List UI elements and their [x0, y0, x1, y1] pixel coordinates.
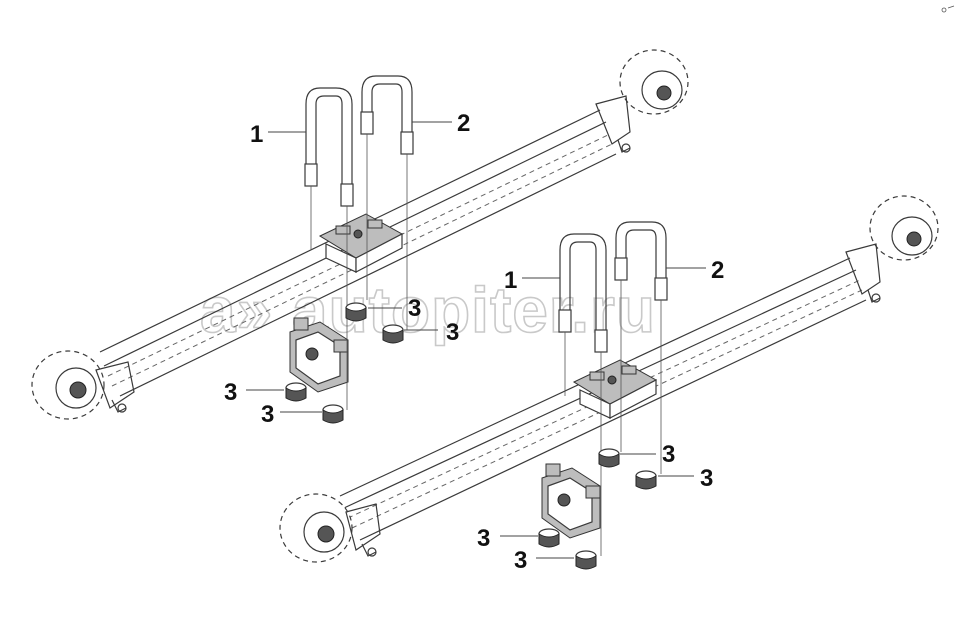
bottom-leaf-spring: 1 2 3 3 3 3 [279, 195, 939, 574]
callout-top-nut-d: 3 [261, 401, 274, 428]
callout-bottom-nut-a: 3 [662, 441, 675, 468]
top-nut-d [322, 404, 344, 424]
top-u-bolt-2 [360, 75, 414, 330]
top-nut-a [345, 302, 367, 322]
callout-bottom-u-bolt-1: 1 [504, 267, 517, 294]
callout-top-nut-a: 3 [408, 295, 421, 322]
callout-bottom-nut-b: 3 [700, 465, 713, 492]
callout-bottom-u-bolt-2: 2 [711, 257, 724, 284]
top-right-spring-eye [595, 49, 689, 153]
callout-top-nut-c: 3 [224, 379, 237, 406]
corner-mark [941, 5, 955, 13]
callout-top-u-bolt-1: 1 [250, 121, 263, 148]
bottom-axle-bracket [541, 463, 601, 539]
callout-bottom-nut-c: 3 [477, 525, 490, 552]
bottom-right-spring-eye [845, 195, 939, 303]
bottom-nut-a [598, 448, 620, 468]
callout-bottom-nut-d: 3 [514, 547, 527, 574]
top-left-spring-eye [31, 350, 135, 420]
top-spring-pad [318, 213, 404, 273]
bottom-left-spring-eye [279, 493, 381, 563]
top-axle-bracket [289, 317, 349, 393]
top-nut-c [285, 382, 307, 402]
bottom-u-bolt-2 [614, 221, 668, 474]
bottom-nut-c [538, 528, 560, 548]
watermark: a» autopiter.ru [199, 273, 656, 347]
callout-top-nut-b: 3 [446, 319, 459, 346]
bottom-nut-b [635, 470, 657, 490]
watermark-text: a» autopiter.ru [200, 274, 656, 346]
top-leaf-spring: 1 2 3 3 3 3 [31, 49, 689, 428]
callout-top-u-bolt-2: 2 [457, 110, 470, 137]
bottom-nut-d [575, 550, 597, 570]
top-nut-b [382, 324, 404, 344]
bottom-spring-pad [572, 359, 658, 419]
